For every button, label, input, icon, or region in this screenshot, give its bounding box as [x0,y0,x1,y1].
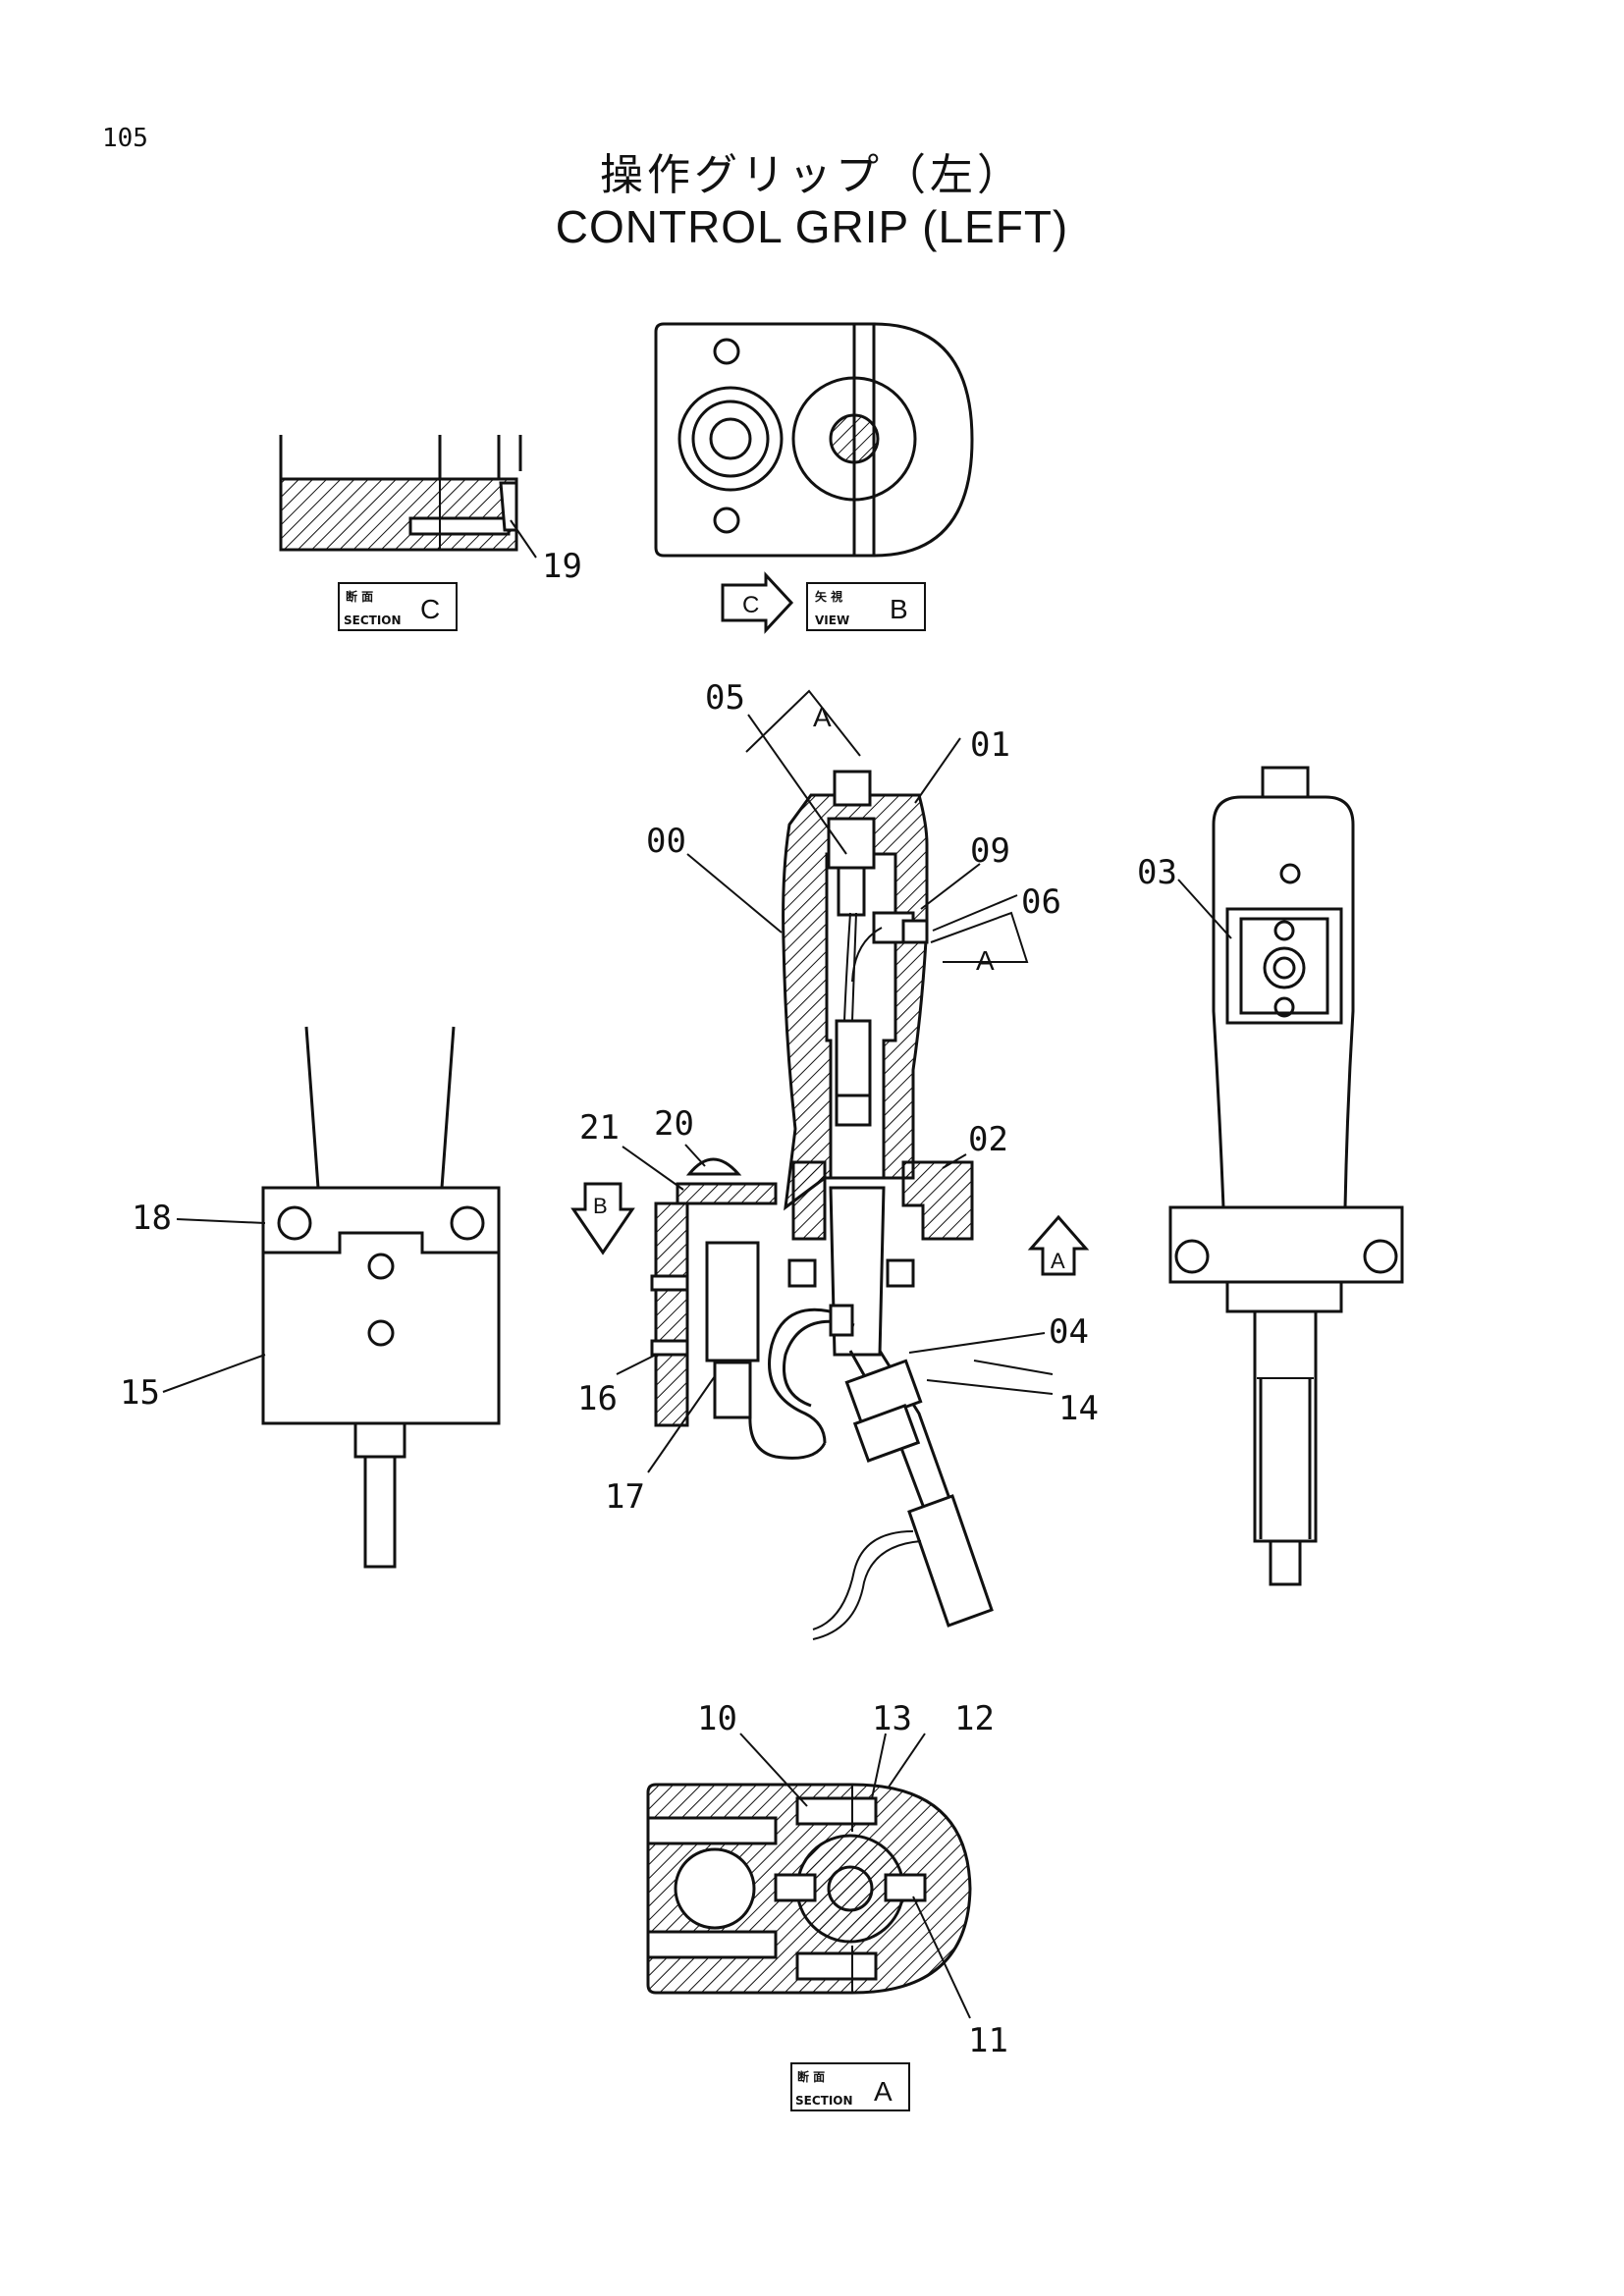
cut-a-side-letter: A [976,945,995,976]
leader-lines [162,714,1232,2019]
callout-06: 06 [1021,882,1061,922]
callout-11: 11 [968,2021,1008,2060]
callout-18: 18 [132,1199,172,1238]
section-a-label: 断 面 SECTION A [790,2062,910,2111]
section-c-label-jp: 断 面 [346,589,373,604]
callout-10: 10 [697,1699,737,1738]
section-a-cut-line-top: A [745,689,861,757]
page-number: 105 [102,124,148,153]
callout-02: 02 [968,1120,1008,1159]
callout-16: 16 [577,1379,618,1418]
arrow-a: A [1027,1214,1090,1276]
callout-03: 03 [1137,853,1177,892]
callout-13: 13 [872,1699,912,1738]
title-english: CONTROL GRIP (LEFT) [555,201,1069,252]
section-c-label: 断 面 SECTION C [338,582,458,631]
view-b-label: 矢 視 VIEW B [806,582,926,631]
callout-12: 12 [954,1699,995,1738]
section-a-label-jp: 断 面 [797,2069,825,2084]
callout-20: 20 [654,1104,694,1144]
title-japanese: 操作グリップ（左） [600,150,1024,200]
section-a-cut-line-side: A [930,911,1029,976]
arrow-c-letter: C [742,592,759,618]
callout-04: 04 [1049,1312,1089,1352]
section-a-letter: A [874,2076,893,2107]
arrow-b-letter: B [593,1194,608,1218]
view-b-label-jp: 矢 視 [815,589,842,604]
main-section-view [650,770,994,1640]
callout-00: 00 [646,822,686,861]
callout-14: 14 [1058,1389,1099,1428]
section-c-label-en: SECTION [344,614,402,627]
section-a-view [646,1783,972,1995]
section-c-view [279,435,522,552]
right-side-view [1168,766,1404,1586]
callout-01: 01 [970,725,1010,765]
callout-05: 05 [705,678,745,718]
callout-19: 19 [542,547,582,586]
view-b-letter: B [890,594,908,624]
left-side-view [261,1026,501,1569]
callout-09: 09 [970,831,1010,871]
arrow-a-letter: A [1051,1249,1065,1273]
section-a-label-en: SECTION [795,2094,853,2108]
view-b-label-en: VIEW [815,614,849,627]
arrow-b: B [570,1182,635,1255]
section-c-letter: C [420,594,440,624]
callout-21: 21 [579,1108,620,1148]
arrow-c: C [721,571,794,634]
view-b [654,322,974,558]
callout-17: 17 [605,1477,645,1517]
callout-15: 15 [120,1373,160,1413]
cut-a-top-letter: A [813,702,832,732]
